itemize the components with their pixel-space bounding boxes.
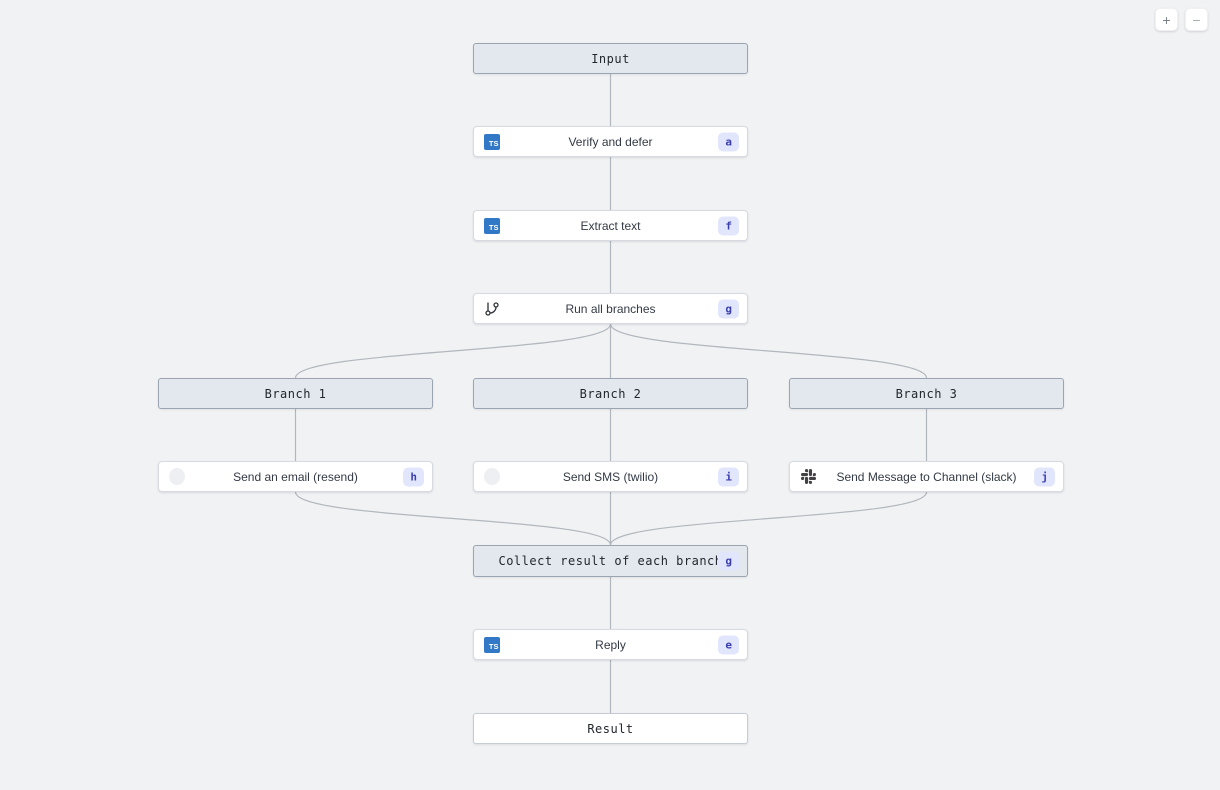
node-branch-2[interactable]: Branch 2	[473, 378, 748, 409]
node-label: Extract text	[580, 218, 641, 233]
node-label: Verify and defer	[568, 134, 653, 149]
node-label: Branch 2	[579, 386, 642, 401]
node-branch-1[interactable]: Branch 1	[158, 378, 433, 409]
typescript-icon: TS	[484, 133, 500, 150]
node-send-email-resend[interactable]: Send an email (resend) h	[158, 461, 433, 492]
resend-icon	[169, 468, 185, 485]
node-run-all-branches[interactable]: Run all branches g	[473, 293, 748, 324]
plus-icon: +	[1162, 11, 1171, 28]
node-label: Collect result of each branch	[498, 554, 723, 568]
node-collect-result[interactable]: Collect result of each branch g	[473, 545, 748, 577]
edge-email-collect	[294, 491, 612, 546]
step-key-badge: g	[718, 551, 739, 571]
edge-run-branch1	[294, 323, 612, 379]
node-result[interactable]: Result	[473, 713, 748, 744]
zoom-controls: + −	[1155, 8, 1208, 31]
node-label: Send an email (resend)	[233, 469, 358, 484]
node-label: Input	[591, 51, 630, 66]
step-key-badge: j	[1034, 467, 1055, 486]
node-reply[interactable]: TS Reply e	[473, 629, 748, 660]
node-send-sms-twilio[interactable]: Send SMS (twilio) i	[473, 461, 748, 492]
zoom-out-button[interactable]: −	[1185, 8, 1208, 31]
step-key-badge: f	[718, 216, 739, 235]
edge-run-branch3	[609, 323, 928, 379]
step-key-badge: h	[403, 467, 424, 486]
node-label: Run all branches	[565, 301, 656, 316]
node-verify-and-defer[interactable]: TS Verify and defer a	[473, 126, 748, 157]
node-label: Send Message to Channel (slack)	[836, 469, 1017, 484]
node-label: Branch 3	[895, 386, 958, 401]
step-key-badge: g	[718, 299, 739, 318]
node-label: Branch 1	[264, 386, 327, 401]
node-input[interactable]: Input	[473, 43, 748, 74]
step-key-badge: i	[718, 467, 739, 486]
node-extract-text[interactable]: TS Extract text f	[473, 210, 748, 241]
minus-icon: −	[1192, 11, 1201, 28]
slack-icon	[800, 469, 816, 485]
typescript-icon: TS	[484, 636, 500, 653]
node-label: Reply	[595, 637, 626, 652]
node-label: Result	[587, 721, 634, 736]
step-key-badge: a	[718, 132, 739, 151]
git-branch-icon	[484, 301, 500, 317]
typescript-icon: TS	[484, 217, 500, 234]
twilio-icon	[484, 468, 500, 485]
step-key-badge: e	[718, 635, 739, 654]
node-label: Send SMS (twilio)	[562, 469, 659, 484]
edge-slack-collect	[609, 491, 928, 546]
node-branch-3[interactable]: Branch 3	[789, 378, 1064, 409]
node-send-message-slack[interactable]: Send Message to Channel (slack) j	[789, 461, 1064, 492]
zoom-in-button[interactable]: +	[1155, 8, 1178, 31]
